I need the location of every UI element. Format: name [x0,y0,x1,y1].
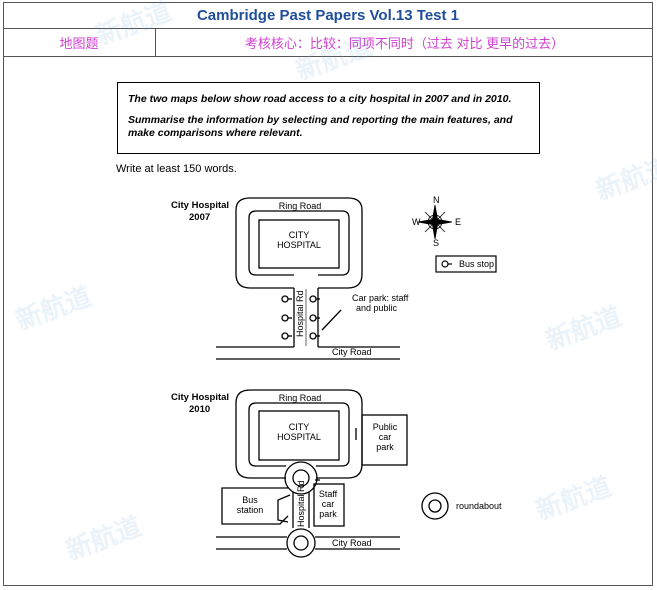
map-2010-title-line1: City Hospital [171,392,229,403]
map-2007-title-line2: 2007 [189,212,210,223]
ring-road-inner-2010 [248,402,350,467]
hospital-road-label-2007: Hospital Rd [295,290,305,337]
hospital-label-2007-line2: HOSPITAL [277,240,321,250]
staff-car-park-label-line2: car [322,499,335,509]
task-prompt-line2a: Summarise the information by selecting a… [128,114,513,126]
ring-road-outer-2010 [235,389,363,479]
car-park-pointer-2007 [321,309,342,331]
public-car-park-label-line3: park [376,442,394,452]
roundabout-bottom-2010-inner [293,535,309,551]
map-2007: City Hospital 2007 Ring Road CITY HOSPIT… [171,197,409,360]
roundabout-top-2010-inner [292,469,310,487]
compass-north-label: N [433,195,440,205]
task-prompt-line2b: make comparisons where relevant. [128,127,303,139]
watermark-logo: 新航道 [592,151,657,206]
legend-roundabout-label: roundabout [456,501,502,511]
hospital-label-2010-line1: CITY [289,422,310,432]
legend-roundabout: roundabout [421,492,502,520]
bus-station-label-line1: Bus [242,495,258,505]
compass-rose-icon: N E S W [412,195,461,248]
watermark-logo: 新航道 [92,0,176,51]
compass-east-label: E [455,217,461,227]
public-car-park-2010 [361,414,408,466]
ring-road-label-2007: Ring Road [279,201,322,211]
task-prompt-line1: The two maps below show road access to a… [128,93,512,105]
map-2007-title-line1: City Hospital [171,200,229,211]
ring-road-label-2010: Ring Road [279,393,322,403]
city-road-label-2007: City Road [332,347,372,357]
car-park-label-2007-line2: and public [356,303,398,313]
public-car-park-label-line1: Public [373,422,398,432]
page-frame [3,2,653,586]
bus-station-label-line2: station [237,505,264,515]
hospital-building-2007 [258,219,340,269]
watermark-logo: 新航道 [542,301,626,356]
bus-stop-icon [309,332,320,340]
hospital-label-2010-line2: HOSPITAL [277,432,321,442]
ring-road-inner-2007 [248,210,350,276]
task-prompt-box: The two maps below show road access to a… [117,82,540,154]
watermark-logo: 新航道 [62,511,146,566]
legend-bus-stop-label: Bus stop [459,259,494,269]
city-road-label-2010: City Road [332,538,372,548]
topic-label: 地图题 [3,29,156,56]
public-car-park-label-line2: car [379,432,392,442]
word-count-instruction: Write at least 150 words. [116,163,237,175]
bus-stop-icon [281,295,292,303]
ring-road-outer-2007 [235,197,363,289]
watermark-logo: 新航道 [292,31,376,86]
bus-stop-icon [281,314,292,322]
map-2010-title-line2: 2010 [189,404,210,415]
page-title: Cambridge Past Papers Vol.13 Test 1 [3,2,653,29]
hospital-label-2007-line1: CITY [289,230,310,240]
hospital-road-label-2010: Hospital Rd [296,480,306,527]
watermark-group: 新航道 新航道 新航道 新航道 新航道 新航道 新航道 [12,0,657,566]
staff-car-park-2010 [313,483,345,527]
roundabout-bottom-2010-outer [286,528,316,558]
bus-stops-2007 [281,295,320,340]
bus-station-bay [277,494,291,523]
roundabout-icon [421,492,449,520]
staff-car-park-label-line1: Staff [319,489,338,499]
car-park-label-2007-line1: Car park: staff [352,293,409,303]
bus-stop-icon [281,332,292,340]
subtitle-row: 地图题 考核核心：比较：同项不同时（过去 对比 更早的过去） [3,29,653,57]
watermark-logo: 新航道 [532,471,616,526]
focus-label: 考核核心：比较：同项不同时（过去 对比 更早的过去） [244,36,565,51]
roundabout-top-2010-outer [284,461,318,495]
watermark-logo: 新航道 [12,281,96,336]
bus-stop-icon [309,314,320,322]
map-2010: City Hospital 2010 Ring Road CITY HOSPIT… [171,389,408,558]
bus-stop-icon [309,295,320,303]
hospital-building-2010 [258,410,340,461]
bus-stop-icon [441,260,452,268]
legend-bus-stop: Bus stop [435,255,497,273]
compass-west-label: W [412,217,421,227]
compass-south-label: S [433,238,439,248]
staff-car-park-label-line3: park [319,509,337,519]
